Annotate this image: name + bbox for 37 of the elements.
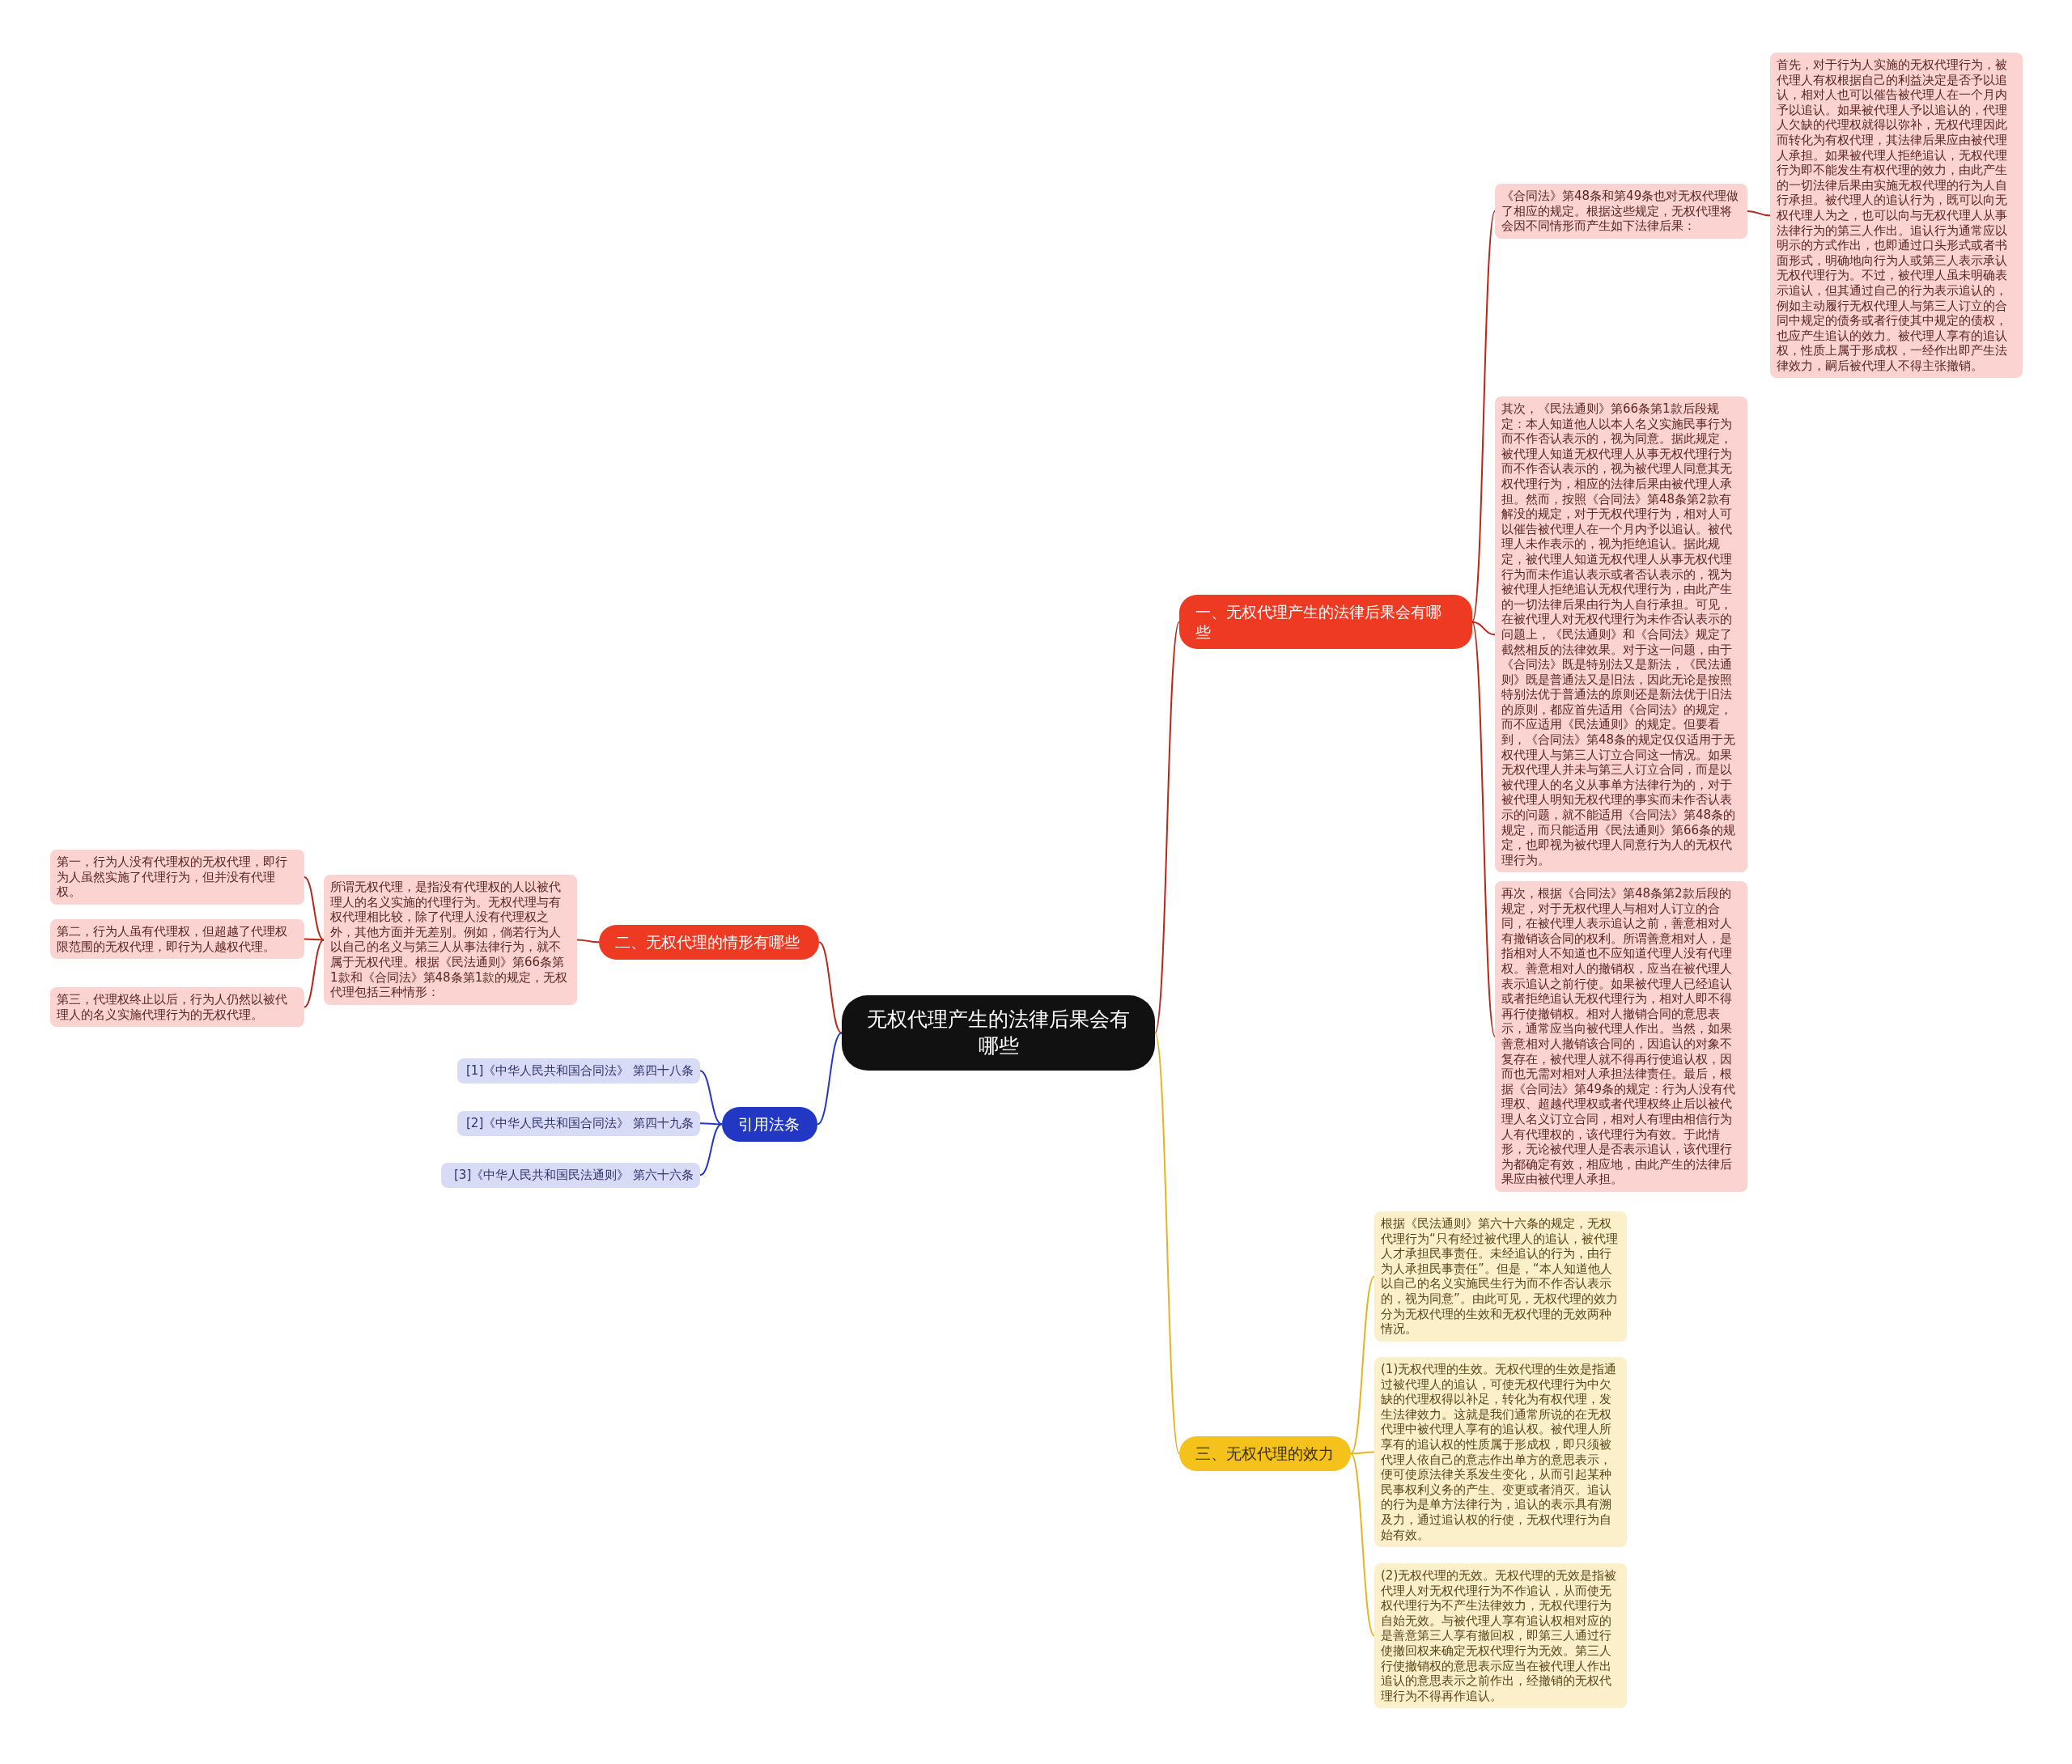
note-box: 第三，代理权终止以后，行为人仍然以被代理人的名义实施代理行为的无权代理。 [50,987,304,1028]
note-box: (2)无权代理的无效。无权代理的无效是指被代理人对无权代理行为不作追认，从而使无权代理行为不产生法律效力，无权代理行为自始无效。与被代理人享有追认权相对应的是善意第三人享有撤回权，即第三人通过行使撤回权来确定无权代理行为无效。第三人行使撤销权的意思表示应当在被代理人作出追认的意思表示之前作出，经撤销的无权代理行为不得再作追认。 [1374,1563,1627,1709]
branch-topic: 三、无权代理的效力 [1179,1436,1351,1471]
branch-topic: 二、无权代理的情形有哪些 [599,925,819,960]
note-box: 其次，《民法通则》第66条第1款后段规定：本人知道他人以本人名义实施民事行为而不作否认表示的，视为同意。据此规定，被代理人知道无权代理人从事无权代理行为而不作否认表示的，视为被代理人同意其无权代理行为，相应的法律后果由被代理人承担。然而，按照《合同法》第48条第2款有解没的规定，对于无权代理行为，相对人可以催告被代理人在一个月内予以追认。被代理人未作表示的，视为拒绝追认。据此规定，被代理人知道无权代理人从事无权代理行为而未作追认表示或者否认表示的，视为被代理人拒绝追认无权代理行为，由此产生的一切法律后果由行为人自行承担。可见，在被代理人对无权代理行为未作否认表示的问题上，《民法通则》和《合同法》规定了截然相反的法律效果。对于这一问题，由于《合同法》既是特别法又是新法，《民法通则》既是普通法又是旧法，因此无论是按照特别法优于普通法的原则还是新法优于旧法的原则，都应首先适用《合同法》的规定，而不应适用《民法通则》的规定。但要看到，《合同法》第48条的规定仅仅适用于无权代理人与第三人订立合同这一情况。如果无权代理人并未与第三人订立合同，而是以被代理人的名义从事单方法律行为的，对于被代理人明知无权代理的事实而未作否认表示的问题，就不能适用《合同法》第48条的规定，而只能适用《民法通则》第66条的规定，也即视为被代理人同意行为人的无权代理行为。 [1495,396,1747,873]
connector-line [699,1123,723,1177]
note-box: 首先，对于行为人实施的无权代理行为，被代理人有权根据自己的利益决定是否予以追认，相对人也可以催告被代理人在一个月内予以追认。如果被代理人予以追认的，代理人欠缺的代理权就得以弥补，无权代理因此而转化为有权代理，其法律后果应由被代理人承担。如果被代理人拒绝追认，无权代理行为即不能发生有权代理的效力，由此产生的一切法律后果由实施无权代理的行为人自行承担。被代理人的追认行为，既可以向无权代理人为之，也可以向与无权代理人从事法律行为的第三人作出。追认行为通常应以明示的方式作出，也即通过口头形式或者书面形式，明确地向行为人或第三人表示承认无权代理行为。不过，被代理人虽未明确表示追认，但其通过自己的行为表示追认的，例如主动履行无权代理人与第三人订立的合同中规定的债务或者行使其中规定的债权，也应产生追认的效力。被代理人享有的追认权，性质上属于形成权，一经作出即产生法律效力，嗣后被代理人不得主张撤销。 [1770,53,2023,379]
connector-line [1471,621,1496,1037]
note-box: 所谓无权代理，是指没有代理权的人以被代理人的名义实施的代理行为。无权代理与有权代理相比较，除了代理人没有代理权之外，其他方面并无差别。例如，倘若行为人以自己的名义与第三人从事法律行为，就不属于无权代理。根据《民法通则》第66条第1款和《合同法》第48条第1款的规定，无权代理包括三种情形： [324,875,577,1005]
connector-line [304,939,325,1008]
branch-topic: 引用法条 [722,1107,817,1142]
connector-line [1154,1032,1180,1455]
note-box: [3]《中华人民共和国民法通则》 第六十六条 [441,1163,700,1188]
connector-line [1747,210,1771,217]
note-box: (1)无权代理的生效。无权代理的生效是指通过被代理人的追认，可使无权代理行为中欠缺的代理权得以补足，转化为有权代理，发生法律效力。这就是我们通常所说的在无权代理中被代理人享有的追认权。被代理人所享有的追认权的性质属于形成权，即只须被代理人依自己的意志作出单方的意思表示，便可使原法律关系发生变化，从而引起某种民事权利义务的产生、变更或者消灭。追认的行为是单方法律行为，追认的表示具有溯及力，通过追认权的行使，无权代理行为自始有效。 [1374,1357,1627,1548]
connector-line [576,939,600,943]
connector-line [1350,1451,1375,1455]
connector-line [304,938,325,941]
branch-topic: 一、无权代理产生的法律后果会有哪些 [1179,595,1472,650]
connector-line [1154,621,1180,1034]
note-box: 再次，根据《合同法》第48条第2款后段的规定，对于无权代理人与相对人订立的合同，在被代理人表示追认之前，善意相对人有撤销该合同的权利。所谓善意相对人，是指相对人不知道也不应知道代理人没有代理权。善意相对人的撤销权，应当在被代理人表示追认之前行使。如果被代理人已经追认或者拒绝追认无权代理行为，相对人即不得再行使撤销权。相对人撤销合同的意思表示，通常应当向被代理人作出。当然，如果善意相对人撤销该合同的，因追认的对象不复存在，被代理人就不得再行使追认权，因而也无需对相对人承担法律责任。最后，根据《合同法》第49条的规定：行为人没有代理权、超越代理权或者代理权终止后以被代理人名义订立合同，相对人有理由相信行为人有代理权的，该代理行为有效。于此情形，无论被代理人是否表示追认，该代理行为都确定有效，相应地，由此产生的法律后果应由被代理人承担。 [1495,881,1747,1192]
note-box: 第一，行为人没有代理权的无权代理，即行为人虽然实施了代理行为，但并没有代理权。 [50,850,304,905]
note-box: 第二，行为人虽有代理权，但超越了代理权限范围的无权代理，即行为人越权代理。 [50,919,304,960]
note-box: [2]《中华人民共和国合同法》 第四十九条 [457,1111,700,1136]
central-topic: 无权代理产生的法律后果会有哪些 [842,995,1155,1071]
connector-line [1471,621,1496,636]
connector-line [699,1070,723,1126]
connector-line [1350,1452,1375,1637]
connector-line [304,876,325,941]
note-box: 根据《民法通则》第六十六条的规定，无权代理行为“只有经过被代理人的追认，被代理人才承担民事责任。未经追认的行为，由行为人承担民事责任”。但是，“本人知道他人以自己的名义实施民生行为而不作否认表示的，视为同意”。由此可见，无权代理的效力分为无权代理的生效和无权代理的无效两种情况。 [1374,1211,1627,1342]
connector-line [817,1032,843,1126]
connector-line [699,1122,723,1126]
note-box: 《合同法》第48条和第49条也对无权代理做了相应的规定。根据这些规定，无权代理将会因不同情形而产生如下法律后果： [1495,184,1747,239]
connector-line [818,941,843,1034]
connector-line [1471,210,1496,623]
note-box: [1]《中华人民共和国合同法》 第四十八条 [457,1058,700,1083]
connector-line [1350,1275,1375,1455]
